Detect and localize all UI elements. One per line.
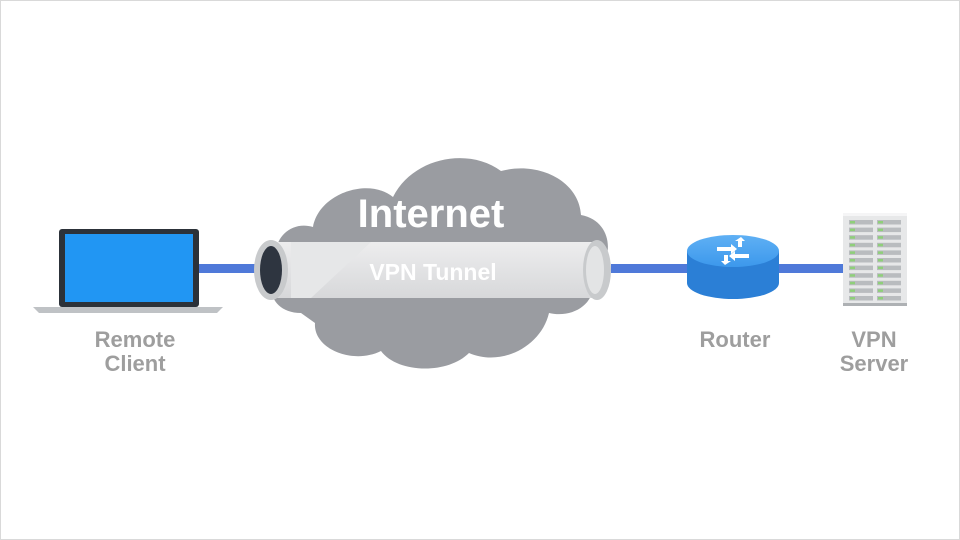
server-drive-bay — [849, 220, 873, 225]
tunnel-entry-opening — [260, 246, 282, 294]
server-led — [850, 251, 855, 254]
server-led — [878, 259, 883, 262]
server-drive-bay — [877, 296, 901, 301]
server-led — [878, 274, 883, 277]
router-icon — [687, 235, 779, 299]
server-led — [878, 281, 883, 285]
server-led — [878, 221, 883, 224]
server-led — [878, 228, 883, 232]
server-led — [850, 289, 855, 292]
server-drive-bay — [849, 258, 873, 263]
server-drive-bay — [849, 250, 873, 255]
server-led — [850, 281, 855, 285]
laptop-screen — [65, 234, 193, 302]
server-icon — [843, 213, 907, 306]
internet-label: Internet — [358, 192, 505, 236]
server-drive-bay — [849, 227, 873, 233]
vpn-server-label-line2: Server — [840, 351, 909, 376]
server-led — [878, 243, 883, 247]
server-drive-bay — [849, 296, 873, 301]
server-led — [850, 274, 855, 277]
remote-client-label-line2: Client — [104, 351, 166, 376]
server-drive-bay — [877, 265, 901, 271]
server-led — [878, 266, 883, 270]
server-led — [850, 236, 855, 239]
server-led — [850, 259, 855, 262]
link-client-to-tunnel — [191, 264, 271, 273]
server-drive-bay — [877, 235, 901, 240]
server-drive-bay — [849, 265, 873, 271]
server-drive-bay — [849, 288, 873, 293]
server-drive-bay — [849, 242, 873, 248]
server-drive-bay — [877, 227, 901, 233]
server-drive-bay — [849, 273, 873, 278]
server-drive-bay — [877, 280, 901, 286]
tunnel-exit-face — [586, 246, 604, 294]
server-drive-bay — [877, 242, 901, 248]
server-led — [850, 297, 855, 300]
vpn-server-label-line1: VPN — [851, 327, 896, 352]
server-led — [878, 251, 883, 254]
server-led — [850, 228, 855, 232]
link-router-to-server — [777, 264, 847, 273]
vpn-tunnel — [254, 240, 611, 300]
laptop-icon — [33, 229, 223, 313]
router-arrows-icon — [717, 237, 749, 265]
server-drive-bay — [877, 288, 901, 293]
server-drive-bay — [877, 250, 901, 255]
server-led — [850, 266, 855, 270]
laptop-base — [33, 307, 223, 313]
router-label: Router — [700, 327, 771, 352]
server-drive-bay — [877, 220, 901, 225]
server-drive-bay — [877, 258, 901, 263]
server-drive-bay — [877, 273, 901, 278]
server-drive-bay — [849, 280, 873, 286]
server-led — [878, 236, 883, 239]
server-led — [850, 243, 855, 247]
server-led — [878, 297, 883, 300]
server-drive-bay — [849, 235, 873, 240]
vpn-tunnel-label: VPN Tunnel — [369, 259, 496, 285]
server-led — [850, 221, 855, 224]
remote-client-label-line1: Remote — [95, 327, 176, 352]
link-tunnel-to-router — [611, 264, 691, 273]
server-led — [878, 289, 883, 292]
